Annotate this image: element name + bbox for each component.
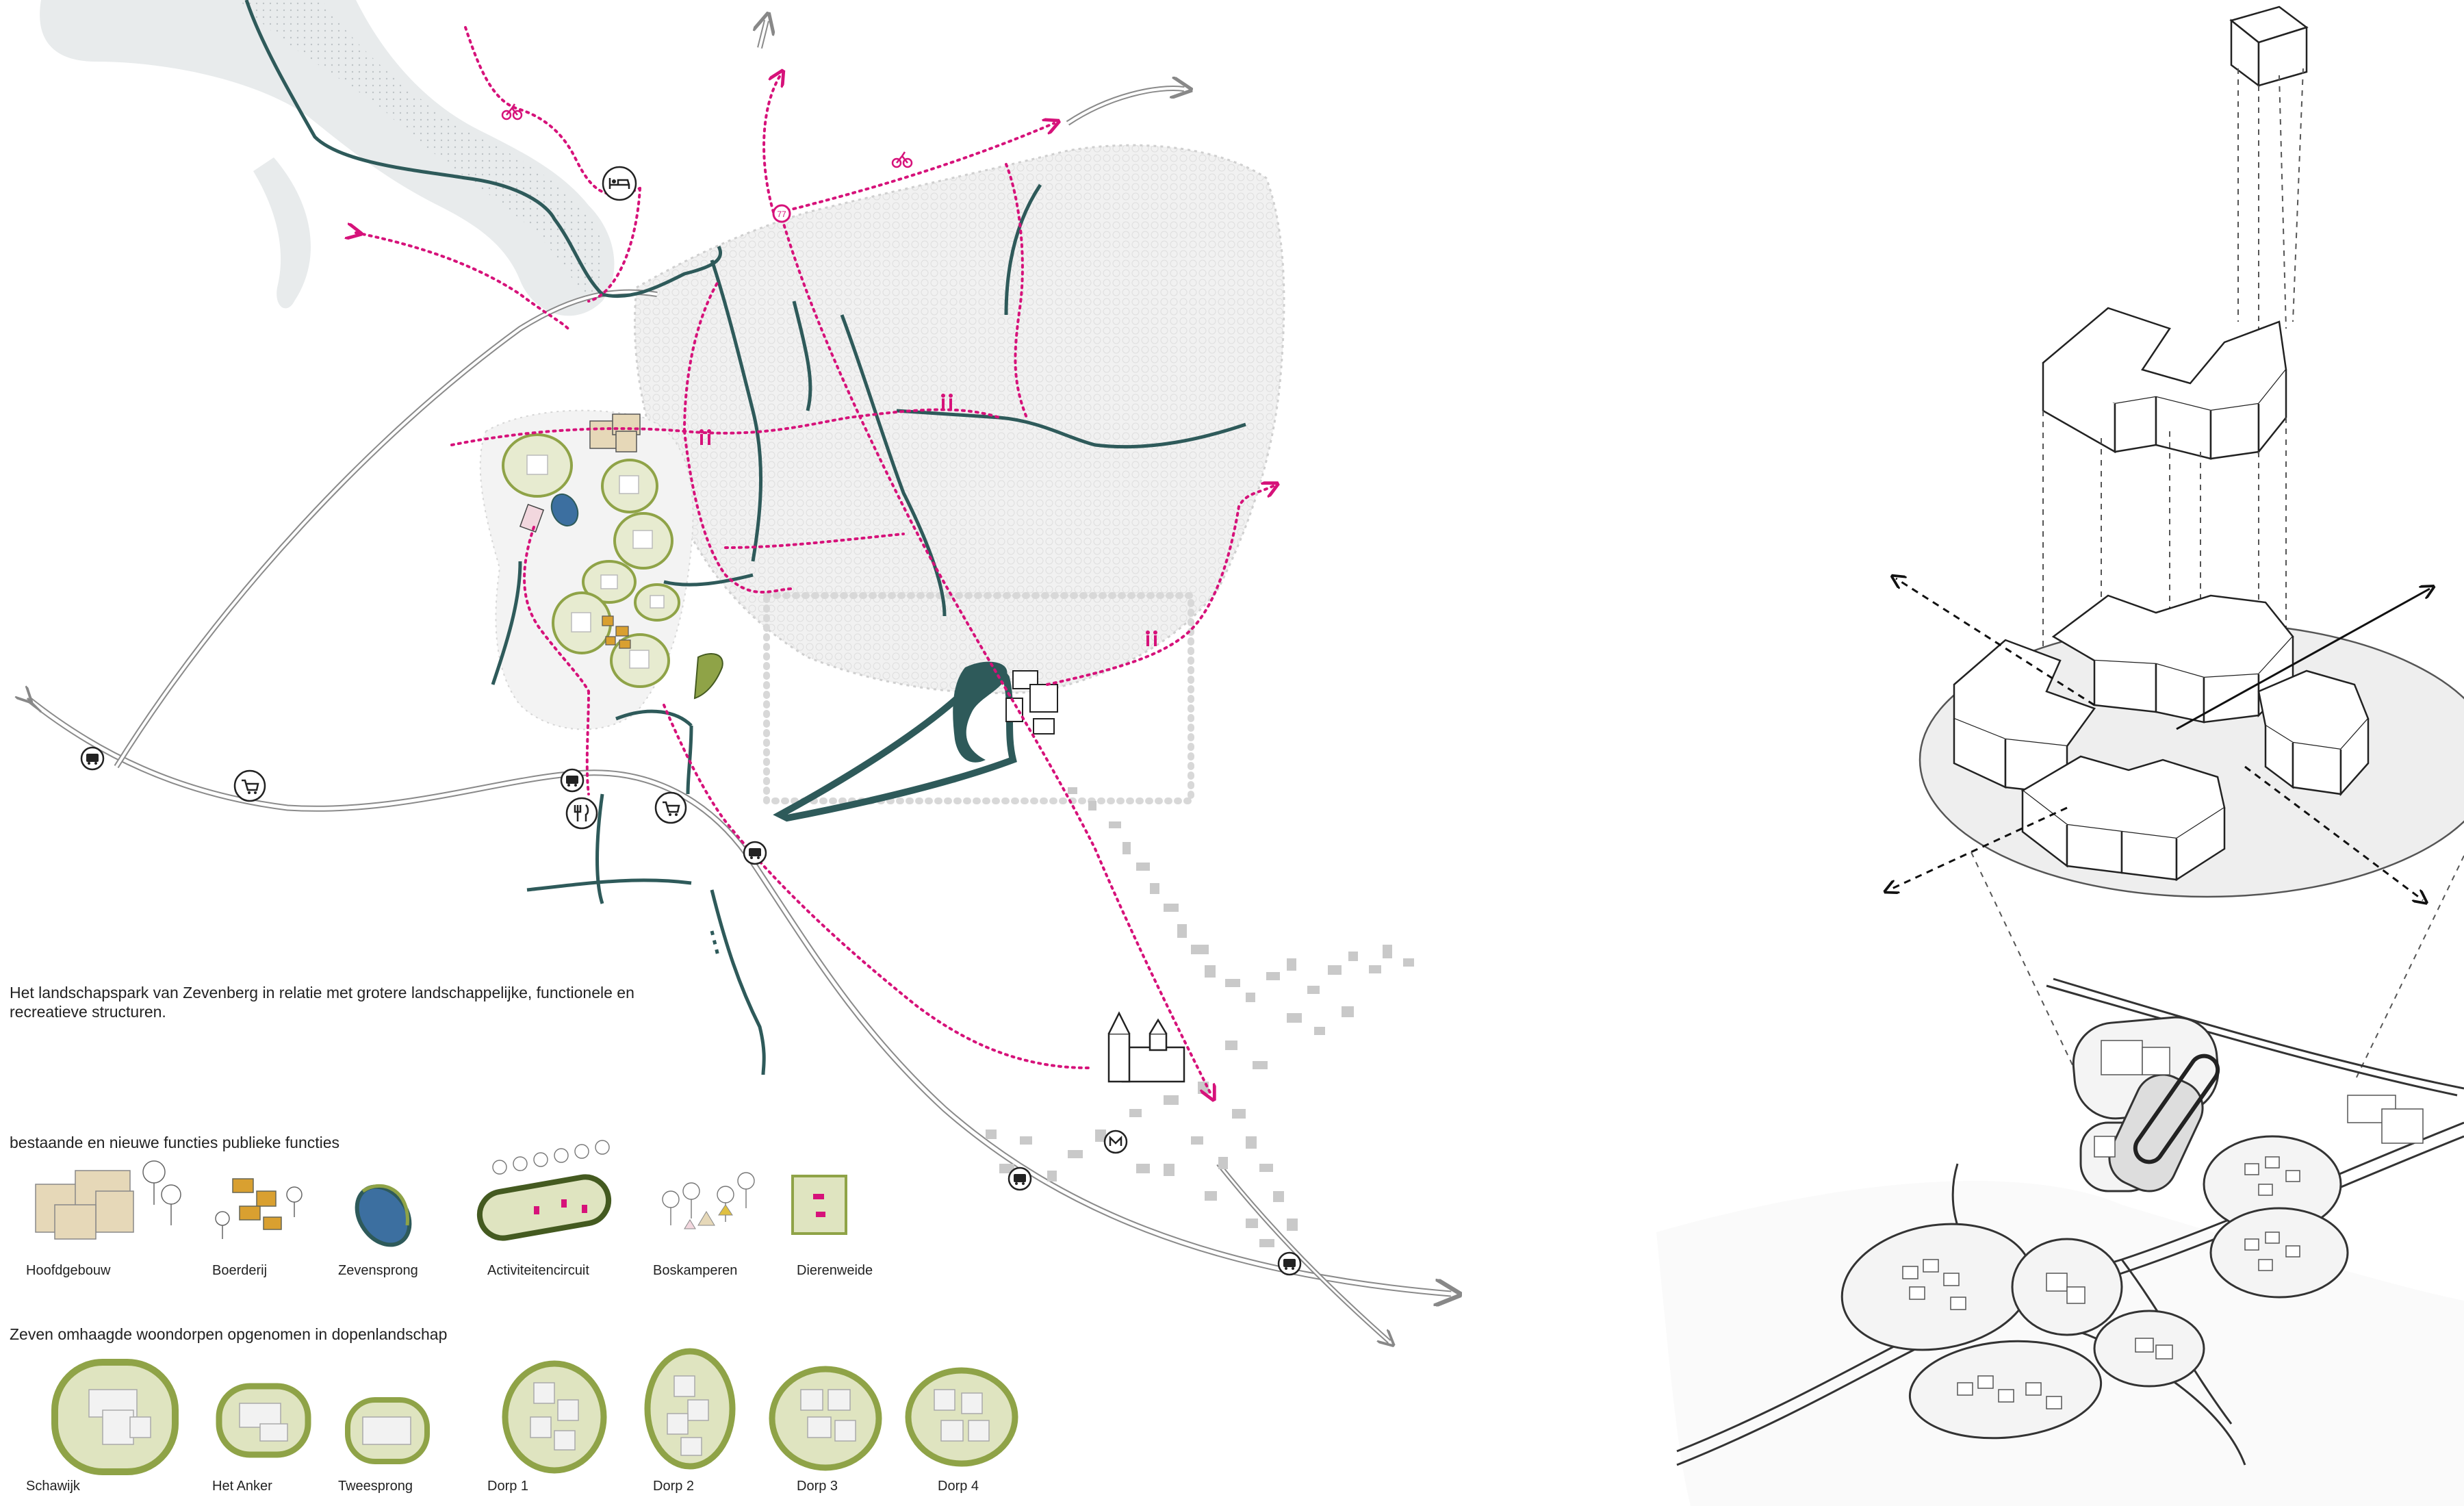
recreational-routes <box>356 26 1273 1095</box>
legend-dorp-4-icon <box>905 1367 1018 1467</box>
housing-cluster-block <box>2042 307 2287 460</box>
town-buildings <box>986 787 1414 1247</box>
villages-section-title: Zeven omhaagde woondorpen opgenomen in d… <box>10 1325 448 1343</box>
shopping-cart-icon <box>654 791 687 824</box>
legend-label-dorp-2: Dorp 2 <box>653 1479 695 1494</box>
platform-cluster-ring <box>1953 594 2370 882</box>
legend-zevensprong-icon <box>355 1184 412 1247</box>
legend-zevensprong-rim <box>361 1184 409 1226</box>
legend-farm-icon <box>232 1178 282 1230</box>
legend-label-tweesprong: Tweesprong <box>338 1479 413 1494</box>
canal-pond <box>773 668 1017 822</box>
legend-dorp-1-icon <box>502 1360 607 1474</box>
walkers-icon <box>700 429 711 445</box>
legend-label-dorp-1: Dorp 1 <box>487 1479 529 1494</box>
bus-icon <box>743 841 767 865</box>
legend-animal-meadow-icon <box>791 1175 847 1235</box>
main-building <box>589 413 641 452</box>
bus-icon <box>80 746 105 771</box>
site-map: 77 <box>27 0 1451 1342</box>
meadow-block <box>763 592 1194 804</box>
site-activity-track <box>2133 1054 2220 1164</box>
legend-label-dierenweide: Dierenweide <box>797 1263 873 1278</box>
bicycle-icon <box>891 151 913 168</box>
river-dotted-zone <box>240 0 603 301</box>
legend-tweesprong-buildings <box>362 1416 411 1445</box>
legend-label-zevensprong: Zevensprong <box>338 1263 418 1278</box>
villages-legend <box>51 1348 1018 1475</box>
zevensprong-pond <box>550 493 579 527</box>
legend-label-activiteitencircuit: Activiteitencircuit <box>487 1263 589 1278</box>
station-icon <box>1103 1130 1128 1154</box>
walkers-icon <box>941 394 953 409</box>
functions-section-title: bestaande en nieuwe functies publieke fu… <box>10 1134 340 1151</box>
bus-icon <box>560 768 585 793</box>
legend-activity-figures <box>534 1199 587 1214</box>
main-roads <box>27 21 1451 1342</box>
legend-dorp-4-buildings <box>934 1389 990 1442</box>
walkers-icon <box>1146 630 1157 646</box>
restaurant-icon <box>565 797 598 830</box>
legend-farm-trees-icon <box>215 1186 303 1239</box>
cone-lines <box>1971 852 2464 1082</box>
farm-buildings <box>602 615 631 649</box>
legend-dorp-3-buildings <box>800 1389 856 1442</box>
map-icons: 77 <box>80 103 1302 1276</box>
unit-cube <box>2229 5 2309 88</box>
bus-icon <box>1008 1166 1032 1191</box>
legend-activity-circuit-icon <box>476 1174 612 1241</box>
svg-text:77: 77 <box>777 209 786 219</box>
legend-label-hoofdgebouw: Hoofdgebouw <box>26 1263 111 1278</box>
bicycle-icon <box>501 103 523 120</box>
legend-label-boskamperen: Boskamperen <box>653 1263 738 1278</box>
legend-dorp-1-buildings <box>530 1382 579 1451</box>
legend-label-dorp-3: Dorp 3 <box>797 1479 838 1494</box>
axonometric-site-plan <box>1656 978 2464 1506</box>
legend-camping-icon <box>662 1172 755 1229</box>
ground-plane <box>1656 1181 2464 1506</box>
legend-activity-trees <box>492 1140 610 1175</box>
cycle-route-node-icon: 77 <box>772 204 791 223</box>
bus-icon <box>1277 1251 1302 1276</box>
legend-main-building-icon <box>35 1170 134 1240</box>
village-pod-houses <box>526 455 665 669</box>
legend-het-anker-buildings <box>239 1403 288 1442</box>
legend-label-boerderij: Boerderij <box>212 1263 268 1278</box>
legend-animal-figures <box>813 1194 825 1217</box>
hotel-bed-icon <box>602 166 637 201</box>
axonometric-diagram <box>1656 5 2464 1506</box>
church <box>1107 1011 1185 1083</box>
shopping-cart-icon <box>233 769 266 802</box>
legend-label-het-anker: Het Anker <box>212 1479 272 1494</box>
activity-strip <box>693 653 723 700</box>
legend-trees-icon <box>142 1160 181 1225</box>
watercourses <box>244 0 1246 1075</box>
site-buildings <box>1902 1040 2424 1409</box>
small-pink-building <box>519 503 545 533</box>
legend-label-schawijk: Schawijk <box>26 1479 80 1494</box>
movement-arrows <box>1889 578 2430 900</box>
map-caption: Het landschapspark van Zevenberg in rela… <box>10 984 634 1021</box>
estate-buildings <box>1005 670 1058 735</box>
floodplain-branch <box>253 157 311 309</box>
projection-lines <box>2237 68 2304 339</box>
forest-area-texture <box>634 145 1284 693</box>
legend-label-dorp-4: Dorp 4 <box>938 1479 979 1494</box>
pond-blob <box>953 661 1008 763</box>
legend-schawijk-buildings <box>88 1389 151 1445</box>
functions-legend <box>35 1140 847 1247</box>
legend-dorp-2-buildings <box>667 1375 709 1456</box>
